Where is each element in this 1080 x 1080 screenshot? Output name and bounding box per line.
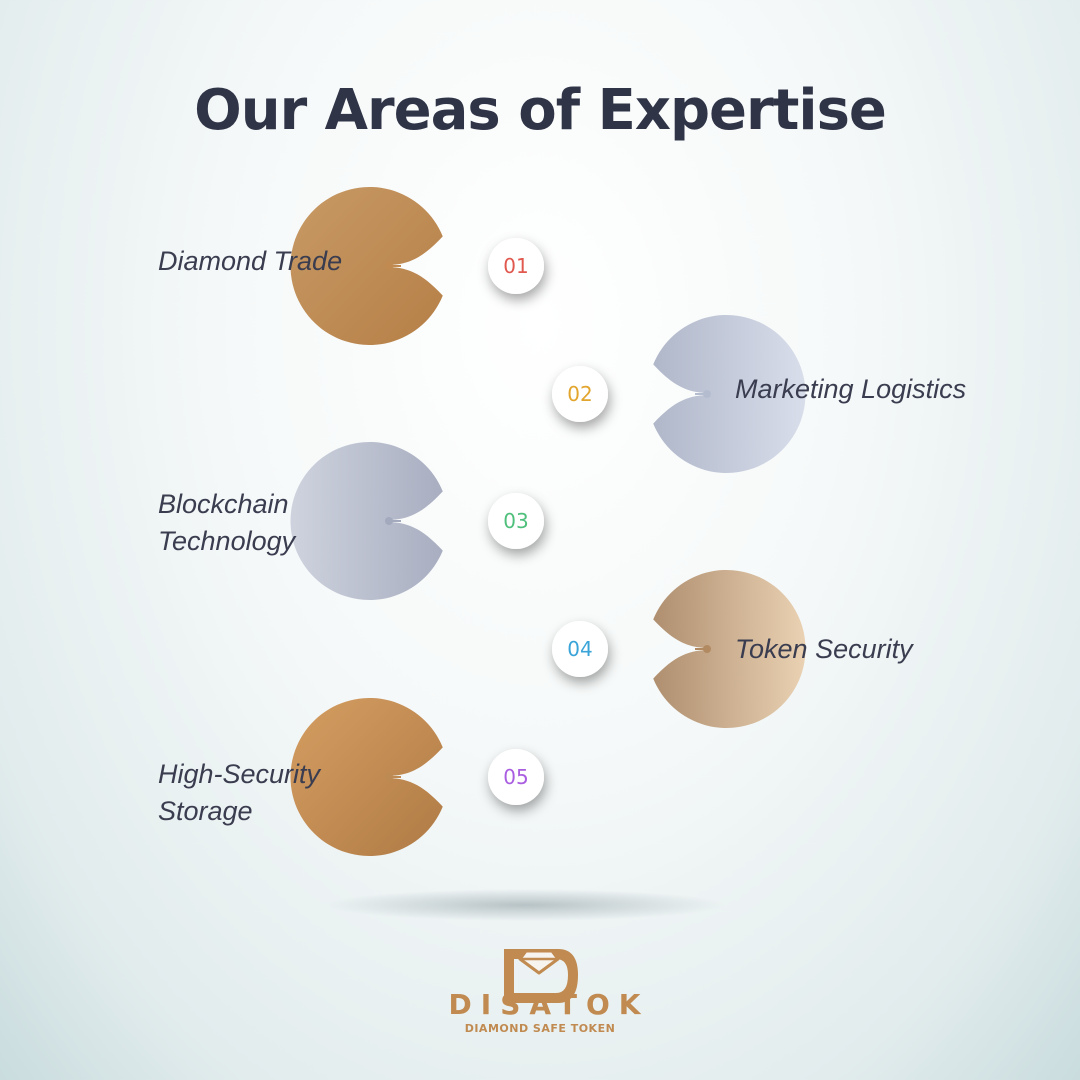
expertise-label-05: High-Security Storage <box>158 759 321 826</box>
connector-dot <box>703 645 711 653</box>
number-text: 02 <box>567 382 592 406</box>
number-badge-02: 02 <box>552 366 608 422</box>
teardrop-04 <box>653 570 806 728</box>
teardrop-05 <box>290 698 443 856</box>
brand-tagline: DIAMOND SAFE TOKEN <box>464 1022 616 1035</box>
teardrop-02 <box>653 315 806 473</box>
number-text: 05 <box>503 765 528 789</box>
teardrop-01 <box>290 187 443 345</box>
number-badge-01: 01 <box>488 238 544 294</box>
connector-dot <box>385 262 393 270</box>
number-text: 01 <box>503 254 528 278</box>
expertise-label-01: Diamond Trade <box>158 246 343 276</box>
number-text: 03 <box>503 509 528 533</box>
expertise-label-04: Token Security <box>735 634 913 664</box>
number-text: 04 <box>567 637 592 661</box>
number-badge-03: 03 <box>488 493 544 549</box>
teardrop-03 <box>290 442 443 601</box>
connector-dot <box>385 773 393 781</box>
brand-name: DISATOK <box>448 988 650 1021</box>
page-title: Our Areas of Expertise <box>194 78 887 143</box>
expertise-label-03: Blockchain Technology <box>158 489 296 556</box>
floor-shadow <box>325 889 725 921</box>
disatok-logo <box>504 949 578 1003</box>
connector-dot <box>703 390 711 398</box>
number-badge-04: 04 <box>552 621 608 677</box>
number-badge-05: 05 <box>488 749 544 805</box>
connector-dot <box>385 517 393 525</box>
expertise-label-02: Marketing Logistics <box>735 374 967 404</box>
